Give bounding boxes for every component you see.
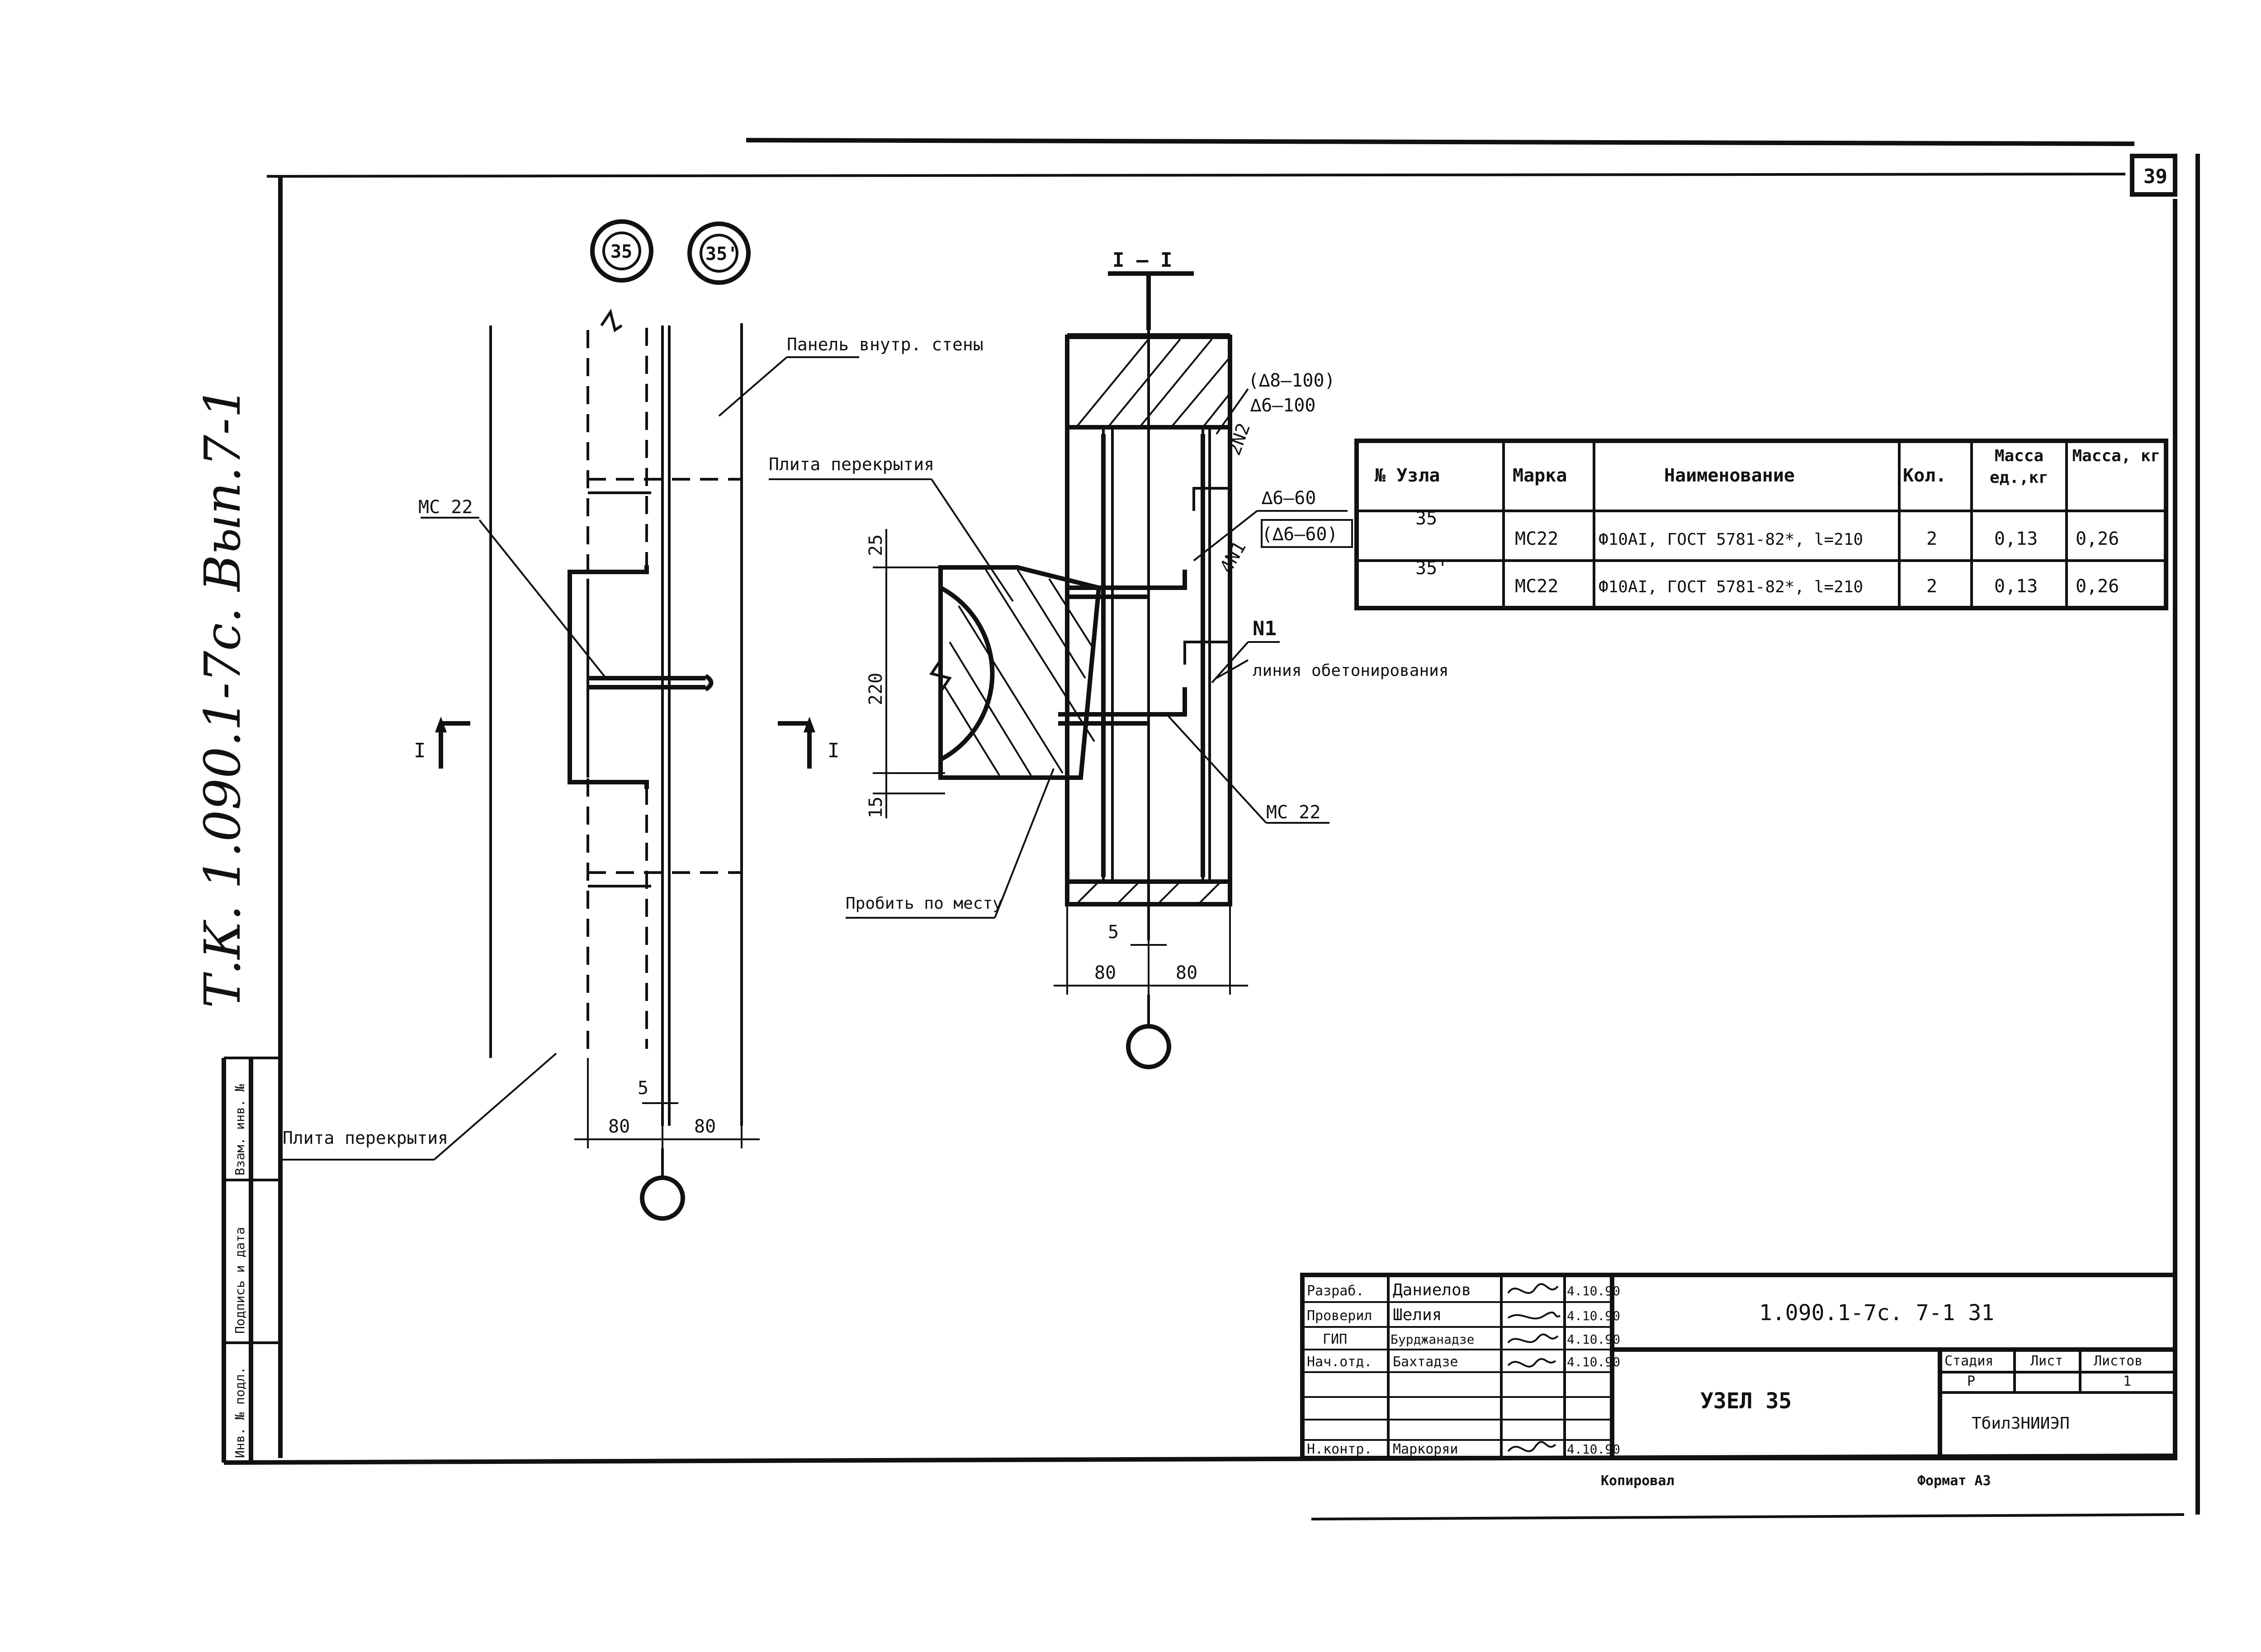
left-label-wall-panel: Панель внутр. стены xyxy=(787,335,984,354)
title-block: Разраб. Проверил ГИП Нач.отд. Н.контр. Д… xyxy=(1300,1273,2177,1460)
section-view: I – I xyxy=(769,249,1448,1069)
signature xyxy=(1507,1333,1559,1344)
table-row-name: Ф10АI, ГОСТ 5781-82*, l=210 xyxy=(1599,530,1863,549)
tb-designation: 1.090.1-7с. 7-1 31 xyxy=(1759,1300,1994,1326)
table-row-name: Ф10АI, ГОСТ 5781-82*, l=210 xyxy=(1599,578,1863,596)
tb-role-1: Проверил xyxy=(1307,1308,1372,1324)
signature xyxy=(1507,1358,1556,1368)
table-header-name: Наименование xyxy=(1664,465,1795,486)
section-rebar-mid-a: ∆6–60 xyxy=(1261,488,1316,509)
sheet-frame: 39 xyxy=(223,138,2200,1520)
tb-date-0: 4.10.90 xyxy=(1567,1284,1620,1298)
section-dim-5: 5 xyxy=(1108,922,1119,943)
format-label: Формат А3 xyxy=(1917,1473,1991,1489)
table-header-mass: Масса, кг xyxy=(2072,447,2161,465)
tb-role-2: ГИП xyxy=(1323,1331,1347,1347)
table-header-node: № Узла xyxy=(1375,465,1440,486)
tb-date-1: 4.10.90 xyxy=(1567,1308,1620,1323)
tb-name-0: Даниелов xyxy=(1393,1281,1471,1299)
tb-date-2: 4.10.90 xyxy=(1567,1332,1620,1347)
signature xyxy=(1507,1312,1561,1320)
tb-organization: ТбилЗНИИЭП xyxy=(1972,1414,2070,1433)
tb-sheets-label: Листов xyxy=(2094,1353,2143,1369)
section-label-n1: N1 xyxy=(1253,617,1277,640)
table-row-node: 35 xyxy=(1415,508,1437,529)
tb-role-6: Н.контр. xyxy=(1307,1441,1372,1457)
tb-role-3: Нач.отд. xyxy=(1307,1354,1372,1370)
side-annotation: Т.К. 1.090.1-7с. Вып.7-1 xyxy=(194,387,251,1008)
tb-name-2: Бурджанадзе xyxy=(1391,1332,1474,1347)
left-plan-view: МС 22 Панель внутр. стены Плита перекрыт… xyxy=(280,308,984,1221)
section-label-slab: Плита перекрытия xyxy=(769,454,934,474)
sheet-number: 39 xyxy=(2143,165,2167,188)
copied-label: Копировал xyxy=(1601,1473,1674,1489)
section-dim-80-right: 80 xyxy=(1176,963,1197,983)
left-dim-80-left: 80 xyxy=(608,1116,630,1137)
table-row-mass: 0,26 xyxy=(2076,576,2119,597)
node-markers: 35 35' xyxy=(590,219,751,285)
table-row-qty: 2 xyxy=(1926,576,1937,597)
signature xyxy=(1507,1283,1559,1294)
section-rebar-top-b: ∆6–100 xyxy=(1250,395,1316,416)
section-dim-220: 220 xyxy=(866,673,886,705)
signature xyxy=(1507,1441,1556,1452)
table-row-mass: 0,26 xyxy=(2076,529,2119,549)
table-row-unit-mass: 0,13 xyxy=(1994,529,2038,549)
tb-stage-value: Р xyxy=(1967,1374,1975,1389)
section-dim-15: 15 xyxy=(866,797,886,818)
left-dim-5: 5 xyxy=(638,1078,648,1099)
section-rebar-mid-b: (∆6–60) xyxy=(1262,524,1338,545)
stamp-inventory-label: Инв. № подл. xyxy=(232,1367,247,1458)
table-row-unit-mass: 0,13 xyxy=(1994,576,2038,597)
left-cut-label: I xyxy=(414,739,426,762)
spec-table: № Узла Марка Наименование Кол. Масса ед.… xyxy=(1354,439,2168,610)
tb-role-0: Разраб. xyxy=(1307,1283,1364,1299)
tb-date-6: 4.10.90 xyxy=(1567,1442,1620,1457)
tb-drawing-title: УЗЕЛ 35 xyxy=(1700,1388,1792,1414)
tb-sheets-value: 1 xyxy=(2123,1374,2131,1389)
tb-sheet-label: Лист xyxy=(2030,1353,2063,1369)
section-cut-label: I xyxy=(828,739,840,762)
tb-date-3: 4.10.90 xyxy=(1567,1355,1620,1369)
table-header-qty: Кол. xyxy=(1903,465,1946,486)
tb-name-3: Бахтадзе xyxy=(1393,1354,1458,1370)
stamp-signature-label: Подпись и дата xyxy=(232,1227,247,1334)
table-row-mark: МС22 xyxy=(1515,576,1558,597)
table-row-mark: МС22 xyxy=(1515,529,1558,549)
tb-name-1: Шелия xyxy=(1393,1306,1442,1324)
node-marker-35-prime: 35' xyxy=(705,244,738,264)
table-row-qty: 2 xyxy=(1926,529,1937,549)
stamp-replace-label: Взам. инв. № xyxy=(232,1084,247,1175)
section-rebar-4n1: 4N1 xyxy=(1216,538,1250,576)
section-dim-80-left: 80 xyxy=(1094,963,1116,983)
left-label-mc22: МС 22 xyxy=(418,497,473,518)
section-dim-25: 25 xyxy=(866,534,886,556)
side-stamp: Взам. инв. № Подпись и дата Инв. № подл. xyxy=(222,1057,280,1463)
table-header-mark: Марка xyxy=(1513,465,1567,486)
tb-name-6: Маркоряи xyxy=(1393,1441,1458,1457)
table-row-node: 35' xyxy=(1415,558,1448,579)
section-label-drill: Пробить по месту xyxy=(846,894,1003,913)
tb-stage-label: Стадия xyxy=(1944,1353,1993,1369)
section-label-mc22: МС 22 xyxy=(1266,802,1320,823)
left-dim-80-right: 80 xyxy=(694,1116,716,1137)
table-header-unit-mass: Масса ед.,кг xyxy=(1989,447,2049,487)
section-label-concrete: линия обетонирования xyxy=(1253,661,1448,680)
section-title: I – I xyxy=(1112,249,1172,272)
section-rebar-top-a: (∆8–100) xyxy=(1248,370,1335,391)
node-marker-35: 35 xyxy=(610,241,632,262)
left-label-slab: Плита перекрытия xyxy=(283,1128,448,1148)
